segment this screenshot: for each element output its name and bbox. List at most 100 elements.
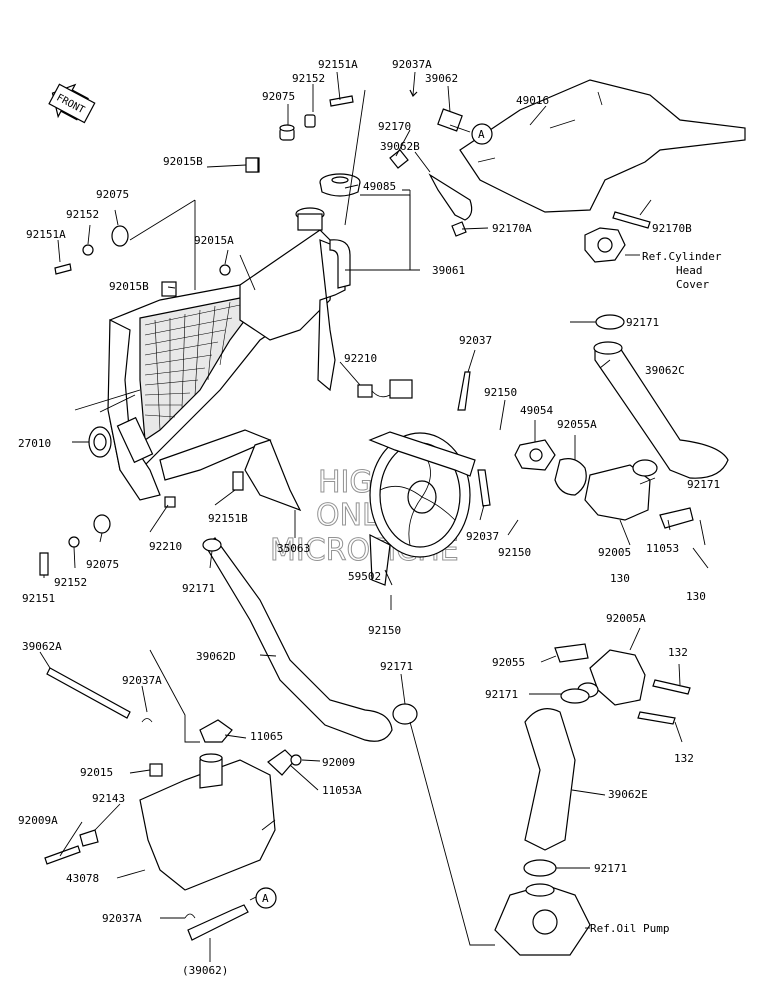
bracket-11053 xyxy=(659,507,694,529)
label-92037A-mid: 92037A xyxy=(122,674,162,687)
oil-pump xyxy=(494,883,591,956)
label-92005A: 92005A xyxy=(606,612,646,625)
leader-lines xyxy=(39,71,709,962)
part-labels: 92151A 92037A 92152 39062 92075 49016 92… xyxy=(18,58,722,977)
fan-bracket-92037 xyxy=(457,371,471,411)
clamp-92171-a xyxy=(595,314,625,330)
label-92210-bottom: 92210 xyxy=(149,540,182,553)
label-130-b: 130 xyxy=(686,590,706,603)
label-39062D: 39062D xyxy=(196,650,236,663)
label-92151A-left: 92151A xyxy=(26,228,66,241)
label-92037A-low: 92037A xyxy=(102,912,142,925)
radiator-cap xyxy=(319,173,361,197)
label-92015: 92015 xyxy=(80,766,113,779)
label-92037-mid: 92037 xyxy=(466,530,499,543)
hose-39062B xyxy=(428,173,473,221)
label-39062A: 39062A xyxy=(22,640,62,653)
clamp-92171-d xyxy=(392,703,418,725)
label-92075-top: 92075 xyxy=(262,90,295,103)
label-39062-paren: (39062) xyxy=(182,964,228,977)
hose-39062-bottom xyxy=(187,904,249,941)
leader-39061 xyxy=(345,194,411,271)
label-92015B-top: 92015B xyxy=(163,155,203,168)
label-ref-oil-pump: Ref.Oil Pump xyxy=(590,922,669,935)
label-92143: 92143 xyxy=(92,792,125,805)
label-39062-top: 39062 xyxy=(425,72,458,85)
label-92151: 92151 xyxy=(22,592,55,605)
bracket-35063 xyxy=(244,439,302,512)
label-92170: 92170 xyxy=(378,120,411,133)
gasket-92055A xyxy=(554,458,587,496)
label-ref-cylinder: Ref.Cylinder xyxy=(642,250,722,263)
label-92015B-left: 92015B xyxy=(109,280,149,293)
label-92151A-top: 92151A xyxy=(318,58,358,71)
thermostat-49054 xyxy=(514,439,556,471)
label-92075-left: 92075 xyxy=(96,188,129,201)
label-92152-bottom: 92152 xyxy=(54,576,87,589)
label-92171-a: 92171 xyxy=(626,316,659,329)
label-43078: 43078 xyxy=(66,872,99,885)
label-92005: 92005 xyxy=(598,546,631,559)
fan-connector xyxy=(357,379,413,399)
label-92151B: 92151B xyxy=(208,512,248,525)
label-39062E: 39062E xyxy=(608,788,648,801)
label-11065: 11065 xyxy=(250,730,283,743)
callout-a-bottom: A xyxy=(255,887,277,909)
hose-39062A xyxy=(46,667,131,719)
cylinder-head-fitting xyxy=(584,211,651,263)
label-92150-a: 92150 xyxy=(484,386,517,399)
label-35063: 35063 xyxy=(277,542,310,555)
label-49054: 49054 xyxy=(520,404,553,417)
fan-switch-27010 xyxy=(88,426,112,458)
label-92037A-top: 92037A xyxy=(392,58,432,71)
label-49085: 49085 xyxy=(363,180,396,193)
label-92171-c: 92171 xyxy=(182,582,215,595)
label-49016: 49016 xyxy=(516,94,549,107)
label-92055: 92055 xyxy=(492,656,525,669)
label-92152-left: 92152 xyxy=(66,208,99,221)
bolt-92009A xyxy=(44,845,81,865)
clamp-92171-f xyxy=(523,859,557,877)
label-92150-c: 92150 xyxy=(368,624,401,637)
label-92015A: 92015A xyxy=(194,234,234,247)
label-92152-top: 92152 xyxy=(292,72,325,85)
callout-a-bottom-label: A xyxy=(262,892,269,905)
label-92171-b: 92171 xyxy=(687,478,720,491)
label-92170A: 92170A xyxy=(492,222,532,235)
label-92075-bottom: 92075 xyxy=(86,558,119,571)
radiator xyxy=(107,207,351,501)
label-92009: 92009 xyxy=(322,756,355,769)
label-92171-d: 92171 xyxy=(380,660,413,673)
label-39062B: 39062B xyxy=(380,140,420,153)
label-11053A: 11053A xyxy=(322,784,362,797)
label-92170B: 92170B xyxy=(652,222,692,235)
fan-bracket-92037-b xyxy=(477,469,491,507)
bracket-92015 xyxy=(149,763,163,777)
label-92210-top: 92210 xyxy=(344,352,377,365)
label-92009A: 92009A xyxy=(18,814,58,827)
label-ref-cover: Cover xyxy=(676,278,709,291)
heat-shield-49016 xyxy=(459,79,746,213)
reservoir-tank-43078 xyxy=(139,753,276,891)
label-132-b: 132 xyxy=(674,752,694,765)
label-ref-head: Head xyxy=(676,264,703,277)
cooling-fan-59502 xyxy=(368,431,476,586)
cap-11065 xyxy=(199,719,233,743)
thermostat-housing-92005 xyxy=(584,459,658,521)
collar-92143 xyxy=(79,829,99,847)
label-92171-f: 92171 xyxy=(594,862,627,875)
grommet-92009 xyxy=(290,754,302,766)
label-39061: 39061 xyxy=(432,264,465,277)
label-92171-e: 92171 xyxy=(485,688,518,701)
hose-39062E xyxy=(524,708,576,851)
bracket-11053A xyxy=(267,749,296,776)
clip-92037A-mid xyxy=(141,718,153,723)
label-11053: 11053 xyxy=(646,542,679,555)
label-39062C: 39062C xyxy=(645,364,685,377)
clamp-92171-e xyxy=(560,688,590,704)
front-arrow-icon: FRONT xyxy=(48,83,96,124)
label-59502: 59502 xyxy=(348,570,381,583)
callout-a-top: A xyxy=(471,123,493,145)
label-92055A: 92055A xyxy=(557,418,597,431)
